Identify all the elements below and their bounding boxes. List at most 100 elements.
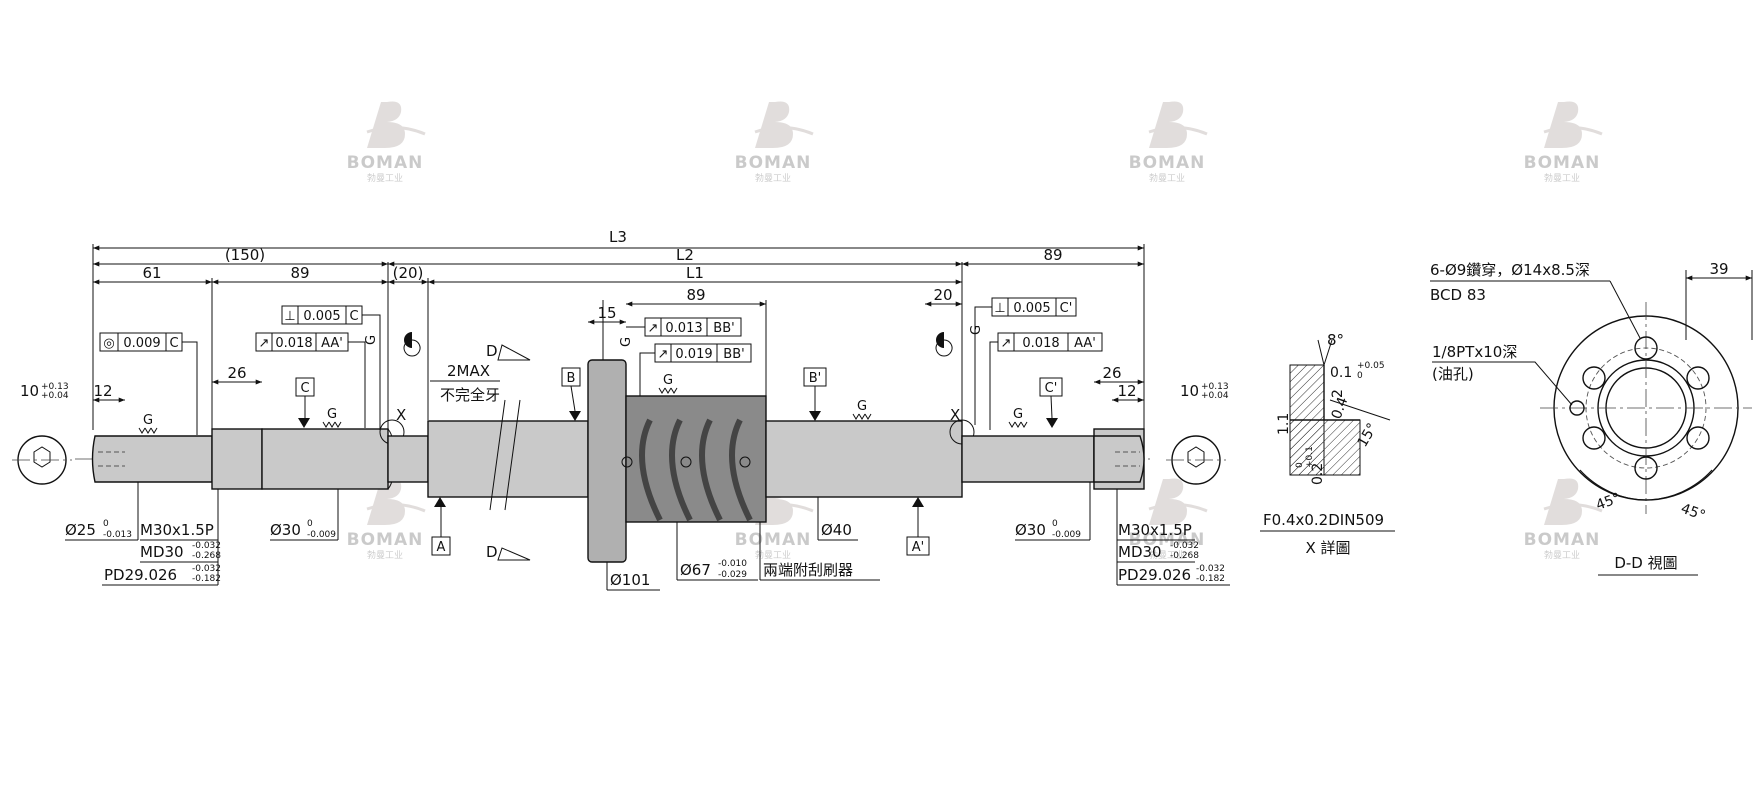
watermark: BOMAN 勃曼工业	[347, 476, 427, 561]
watermark-sub: 勃曼工业	[367, 549, 403, 561]
perpendicularity-icon: ⊥	[994, 301, 1005, 316]
shaft-left-bearing-seat	[261, 428, 389, 490]
finish-G: G	[364, 335, 379, 345]
detail-0.1: 0.1	[1330, 365, 1352, 381]
svg-text:0: 0	[1052, 519, 1058, 529]
callouts-bottom-middle: Ø101 Ø67 -0.010 -0.029 兩端附刮刷器 Ø40	[606, 497, 880, 591]
datum-C-prime: C'	[1045, 381, 1058, 396]
finish-G: G	[143, 413, 153, 428]
callout-d30-left: Ø30	[270, 521, 301, 539]
watermark: BOMAN 勃曼工业	[1524, 476, 1604, 561]
svg-text:-0.009: -0.009	[307, 530, 336, 540]
callout-md30-right: MD30	[1118, 543, 1162, 561]
svg-text:BB': BB'	[713, 321, 734, 336]
svg-text:0.005: 0.005	[303, 309, 340, 324]
dimension-texts: L3 (150) L2 89 61 89 (20) L1 20 15 89 26…	[20, 228, 1229, 401]
watermark-sub: 勃曼工业	[1149, 549, 1185, 561]
callout-pd-left: PD29.026	[104, 566, 177, 584]
watermark-sub: 勃曼工业	[1544, 549, 1580, 561]
oil-note: (油孔)	[1432, 365, 1474, 383]
bcd-note: BCD 83	[1430, 286, 1486, 304]
main-view-notes: X X D D 2MAX 不完全牙	[396, 342, 960, 561]
svg-text:-0.013: -0.013	[103, 530, 132, 540]
dim-26-right: 26	[1102, 364, 1121, 382]
detail-0.4: 0.4	[1329, 395, 1352, 421]
shaft-side-view	[75, 359, 1150, 563]
watermark-brand: BOMAN	[735, 153, 812, 173]
dim-26-left: 26	[227, 364, 246, 382]
dim-20-right: 20	[933, 286, 952, 304]
svg-text:0.019: 0.019	[675, 347, 712, 362]
mount-hole	[1686, 426, 1710, 450]
callout-md30-left: MD30	[140, 543, 184, 561]
watermark-logo-icon	[1542, 99, 1604, 150]
watermark-brand: BOMAN	[1524, 530, 1601, 550]
dim-89-left: 89	[290, 264, 309, 282]
frame-runout-left: ↗ 0.018 AA'	[255, 332, 366, 428]
d-section-bottom: D	[486, 543, 498, 561]
frame-perpendicularity-right: ⊥ 0.005 C'	[974, 297, 1077, 425]
svg-text:-0.032: -0.032	[192, 564, 221, 574]
svg-text:C: C	[169, 336, 178, 351]
svg-text:0: 0	[1295, 462, 1305, 468]
mount-hole	[1686, 366, 1710, 390]
svg-text:-0.182: -0.182	[192, 574, 221, 584]
holes-note: 6-Ø9鑽穿，Ø14x8.5深	[1430, 261, 1590, 279]
callout-pd-right: PD29.026	[1118, 566, 1191, 584]
mount-hole	[1582, 366, 1606, 390]
callout-d101: Ø101	[610, 571, 650, 589]
oil-hole	[1569, 400, 1585, 416]
watermark-brand: BOMAN	[1524, 153, 1601, 173]
concentricity-icon: ◎	[103, 336, 114, 351]
dim-10-right: 10	[1180, 382, 1199, 400]
svg-text:-0.009: -0.009	[1052, 530, 1081, 540]
end-view-right	[1166, 435, 1226, 485]
dim-150: (150)	[225, 246, 265, 264]
svg-text:-0.182: -0.182	[1196, 574, 1225, 584]
d-section-top: D	[486, 342, 498, 360]
nut-flange	[587, 359, 627, 563]
frame-runout-nut-2: ↗ 0.019 BB'	[639, 343, 752, 396]
screw-shaft-right	[765, 420, 963, 498]
pt-note: 1/8PTx10深	[1432, 343, 1517, 361]
svg-text:C': C'	[1060, 301, 1073, 316]
runout-icon: ↗	[648, 321, 659, 336]
datum-B: B	[567, 371, 576, 386]
callout-d67: Ø67	[680, 561, 711, 579]
watermark-sub: 勃曼工业	[1149, 172, 1185, 184]
dim-10-left-tol-up: +0.13	[41, 382, 69, 392]
dim-10-left: 10	[20, 382, 39, 400]
datum-A: A	[437, 540, 446, 555]
dim-39: 39	[1709, 260, 1728, 278]
detail-2: 2	[1330, 389, 1346, 398]
watermark: BOMAN 勃曼工业	[735, 99, 815, 184]
watermark: BOMAN 勃曼工业	[1129, 99, 1209, 184]
watermark: BOMAN 勃曼工业	[1524, 99, 1604, 184]
svg-text:0: 0	[1357, 371, 1363, 381]
dim-10-left-tol-lo: +0.04	[41, 391, 69, 401]
mount-hole	[1634, 456, 1658, 480]
mount-hole	[1634, 336, 1658, 360]
x-label-left: X	[396, 406, 406, 424]
watermark-logo-icon	[753, 99, 815, 150]
svg-text:-0.010: -0.010	[718, 559, 747, 569]
svg-text:0: 0	[307, 519, 313, 529]
detail-1.1: 1.1	[1276, 413, 1292, 435]
x-label-right: X	[950, 406, 960, 424]
watermark-brand: BOMAN	[347, 530, 424, 550]
angle-8: 8°	[1327, 331, 1344, 349]
din-note: F0.4x0.2DIN509	[1263, 511, 1384, 529]
svg-text:0: 0	[103, 519, 109, 529]
dim-12-left: 12	[93, 382, 112, 400]
frame-perpendicularity-left: ⊥ 0.005 C	[281, 305, 381, 430]
svg-text:+0.05: +0.05	[1357, 361, 1385, 371]
x-detail-caption: X 詳圖	[1305, 539, 1350, 557]
detail-0.2: 0.2	[1310, 463, 1326, 485]
svg-text:-0.032: -0.032	[192, 541, 221, 551]
finish-G: G	[1013, 407, 1023, 422]
watermark: BOMAN 勃曼工业	[735, 476, 815, 561]
dim-L2: L2	[676, 246, 694, 264]
svg-text:AA': AA'	[321, 336, 343, 351]
two-max-label: 2MAX	[447, 362, 490, 380]
